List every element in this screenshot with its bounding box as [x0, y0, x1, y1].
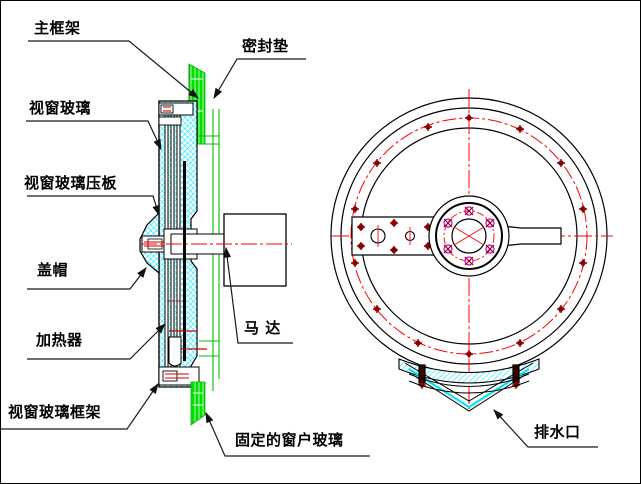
- left-cross-section-view: [139, 63, 292, 426]
- label-view-glass: 视窗玻璃: [29, 99, 92, 117]
- label-heater: 加热器: [36, 331, 83, 349]
- hub: [428, 195, 510, 277]
- drain-outlet-assembly: [398, 358, 540, 412]
- drain-flange-lines: [408, 373, 530, 394]
- label-glass-frame: 视窗玻璃框架: [8, 403, 102, 421]
- glass-press-plate-detail: [158, 102, 194, 126]
- label-glass-press-plate: 视窗玻璃压板: [24, 174, 118, 192]
- label-main-frame: 主框架: [34, 19, 81, 37]
- fixed-window-glass-bottom: [190, 381, 206, 426]
- label-motor: 马 达: [244, 319, 281, 337]
- label-gasket: 密封垫: [242, 37, 289, 55]
- leader-glass-frame: [1, 383, 159, 430]
- label-fixed-window-glass: 固定的窗户玻璃: [235, 431, 344, 449]
- leader-cap: [27, 267, 147, 290]
- leader-press-plate: [27, 195, 160, 217]
- glass-frame-lower-detail: [158, 336, 200, 386]
- label-cap: 盖帽: [37, 261, 69, 279]
- leader-fixed-window-glass: [205, 411, 370, 457]
- leader-heater: [27, 323, 166, 360]
- leader-lines: [1, 40, 598, 457]
- motor-box: [223, 213, 287, 287]
- leader-main-frame: [28, 40, 199, 99]
- hub-bolts: [443, 206, 495, 266]
- leader-drain-outlet: [493, 409, 598, 448]
- drain-bolts: [418, 364, 520, 389]
- rim-bolts: [351, 114, 587, 358]
- label-drain-outlet: 排水口: [534, 423, 581, 441]
- heater-element: [167, 161, 207, 361]
- right-front-view: [330, 89, 613, 412]
- leader-gasket: [213, 58, 306, 100]
- leader-motor: [223, 246, 293, 344]
- spoke-hole-centerlines: [377, 225, 411, 247]
- leader-view-glass: [26, 120, 162, 151]
